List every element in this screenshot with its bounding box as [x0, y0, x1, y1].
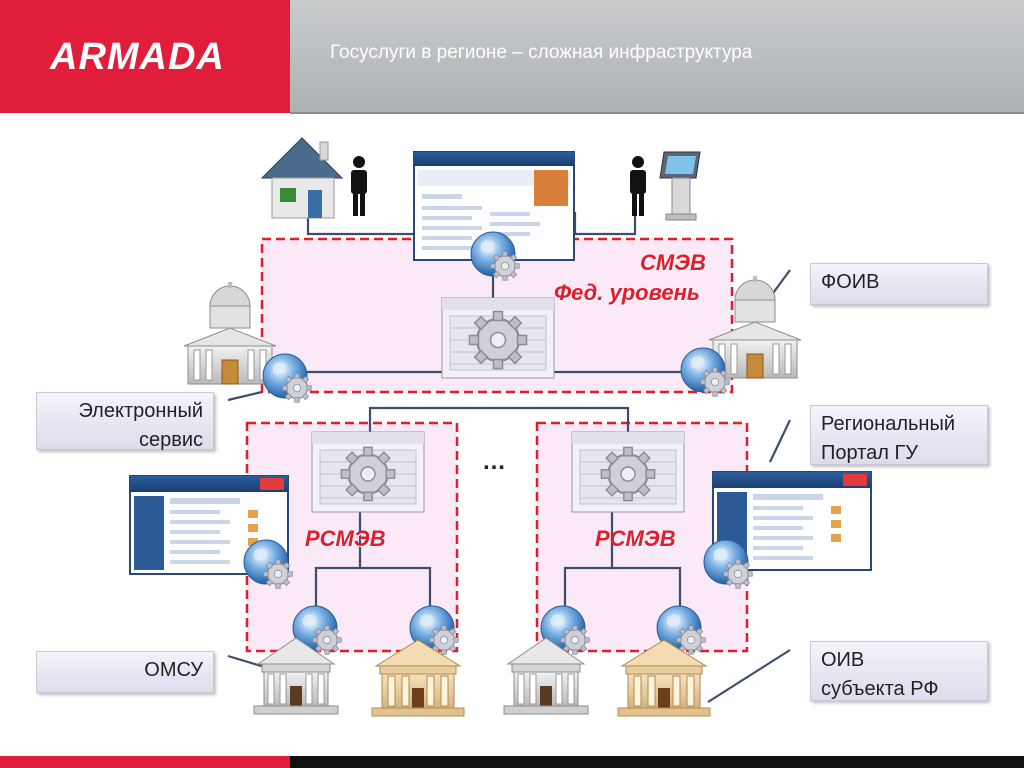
- person-icon-right: [630, 156, 646, 216]
- brand-logo: ARMADA: [50, 36, 225, 78]
- callout-regional-portal-line1: Региональный: [821, 413, 956, 435]
- callout-e-service-line1: Электронный: [78, 400, 203, 422]
- house-icon: [260, 137, 344, 219]
- callout-oiv-line1: ОИВ: [821, 649, 865, 671]
- callout-oiv-line2: субъекта РФ: [821, 678, 939, 700]
- callout-foiv: ФОИВ: [810, 263, 988, 305]
- callout-e-service: Электронный сервис: [36, 392, 214, 451]
- logo-area: ARMADA: [0, 0, 290, 113]
- regional-zone-left-title: РСМЭВ: [305, 526, 386, 551]
- header-divider: [290, 112, 1024, 114]
- callout-oiv: ОИВ субъекта РФ: [810, 641, 988, 701]
- kiosk-icon: [659, 151, 701, 221]
- regional-hub-screen-left: [311, 431, 425, 513]
- federal-zone-title: СМЭВ: [640, 250, 706, 275]
- callout-regional-portal-line2: Портал ГУ: [821, 442, 919, 464]
- callout-omsu: ОМСУ: [36, 651, 214, 693]
- ellipsis: …: [482, 448, 506, 475]
- regional-hub-screen-right: [571, 431, 685, 513]
- federal-zone-level: Фед. уровень: [554, 280, 700, 305]
- callout-e-service-line2: сервис: [138, 429, 203, 451]
- callout-regional-portal: Региональный Портал ГУ: [810, 405, 988, 465]
- federal-hub-screen: [441, 297, 555, 379]
- person-icon-left: [351, 156, 367, 216]
- callout-omsu-text: ОМСУ: [144, 659, 203, 681]
- callout-foiv-text: ФОИВ: [821, 271, 880, 293]
- footer-accent: [0, 756, 290, 768]
- slide-title: Госуслуги в регионе – сложная инфраструк…: [330, 42, 753, 63]
- regional-zone-right-title: РСМЭВ: [595, 526, 676, 551]
